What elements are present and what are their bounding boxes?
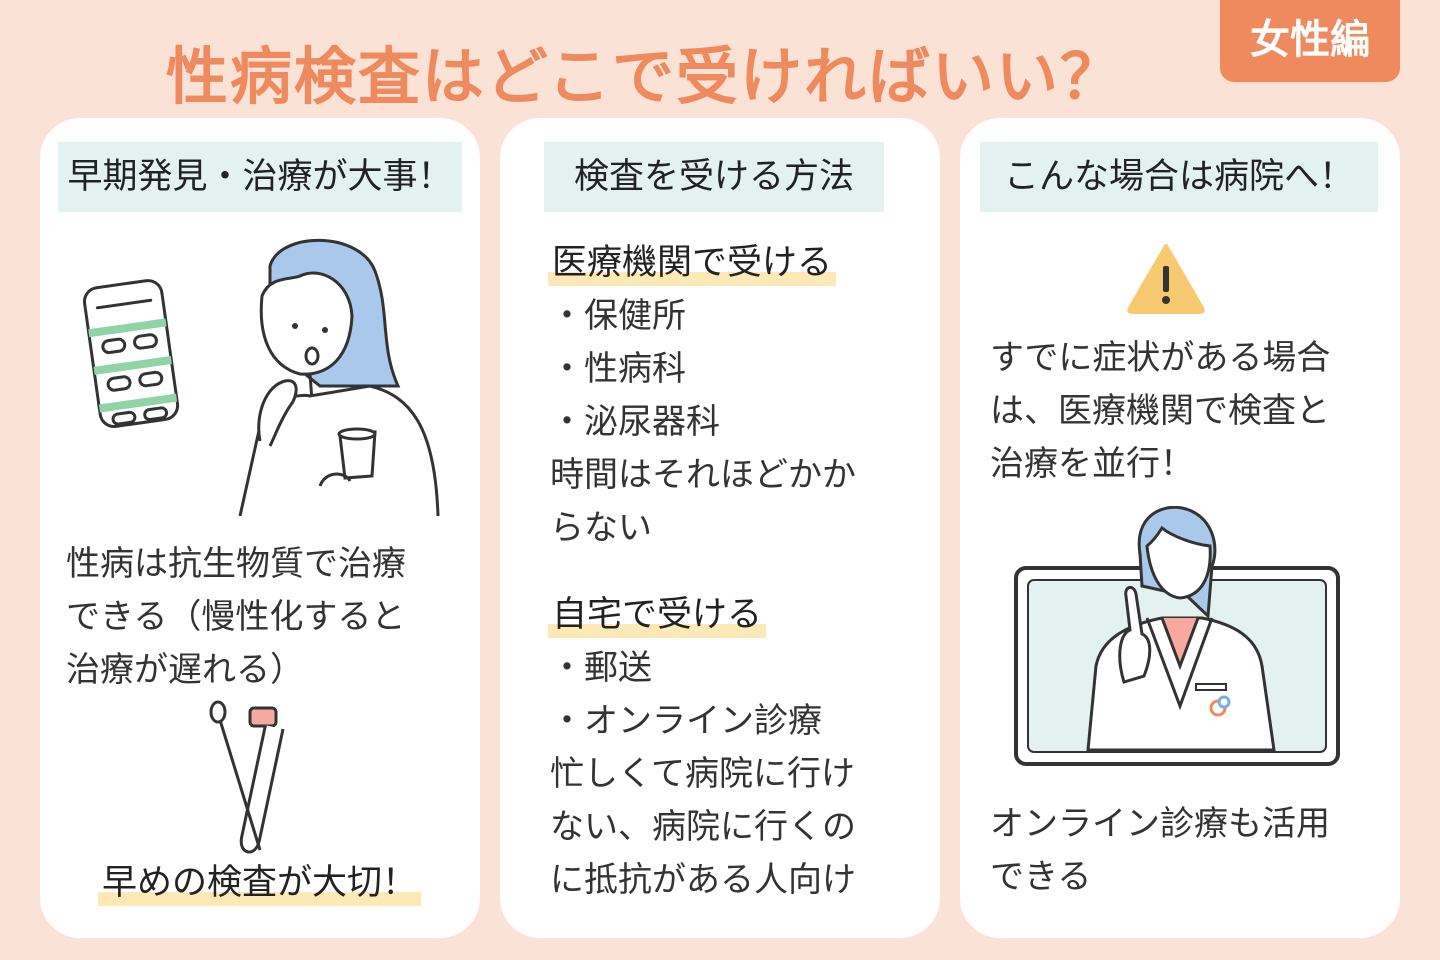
- body-line: できる（慢性化すると: [66, 597, 406, 637]
- footer-line: できる: [990, 857, 1092, 897]
- page-title: 性病検査はどこで受ければいい？: [165, 40, 1125, 113]
- warning-line: は、医療機関で検査と: [990, 391, 1330, 431]
- card-heading: こんな場合は病院へ！: [980, 142, 1378, 212]
- card-early-detection: 早期発見・治療が大事！ 性病は抗生物質で治療 できる（慢性化すると: [40, 118, 480, 938]
- list-item: ・泌尿器科: [550, 402, 720, 442]
- section-title: 自宅で受ける: [548, 592, 767, 638]
- list-item: ・郵送: [550, 648, 652, 688]
- warning-line: すでに症状がある場合: [990, 338, 1331, 378]
- highlight-text: 早めの検査が大切！: [98, 860, 422, 906]
- card-heading: 早期発見・治療が大事！: [58, 142, 462, 212]
- section-title: 医療機関で受ける: [548, 240, 837, 286]
- list-item: ・性病科: [550, 349, 686, 389]
- pill-pack-icon: [82, 279, 180, 428]
- note-line: に抵抗がある人向け: [550, 860, 856, 900]
- card-heading: 検査を受ける方法: [544, 142, 884, 212]
- card-test-methods: 検査を受ける方法 医療機関で受ける ・保健所 ・性病科 ・泌尿器科 時間はそれほ…: [500, 118, 940, 938]
- doctor-on-screen-icon: [1014, 506, 1340, 766]
- category-badge: 女性編: [1220, 0, 1400, 82]
- note-line: らない: [550, 508, 652, 548]
- note-line: 忙しくて病院に行け: [550, 754, 855, 794]
- list-item: ・オンライン診療: [550, 701, 822, 741]
- warning-line: 治療を並行！: [990, 444, 1194, 484]
- body-line: 治療が遅れる）: [66, 650, 304, 690]
- warning-icon: [1127, 244, 1205, 314]
- footer-line: オンライン診療も活用: [990, 804, 1330, 844]
- note-line: 時間はそれほどかか: [550, 455, 856, 495]
- list-item: ・保健所: [550, 296, 686, 336]
- body-line: 性病は抗生物質で治療: [66, 544, 406, 584]
- card-go-to-hospital: こんな場合は病院へ！ すでに症状がある場合 は、医療機関で検査と 治療を並行！ …: [960, 118, 1400, 938]
- woman-taking-medicine-icon: [238, 238, 440, 516]
- swab-tube-icon: [209, 700, 285, 854]
- note-line: ない、病院に行くの: [550, 807, 856, 847]
